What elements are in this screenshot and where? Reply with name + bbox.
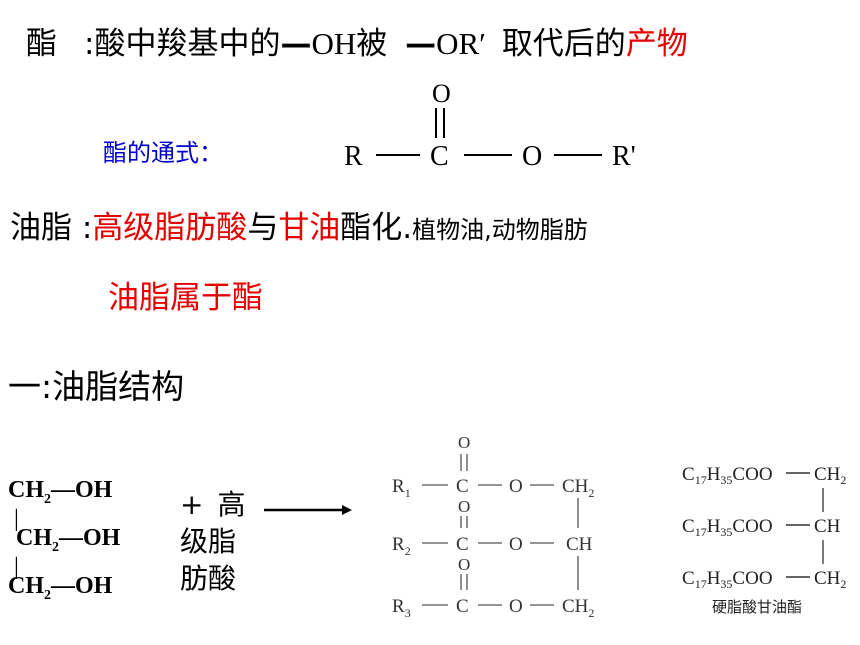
formula-o-single: O: [522, 141, 542, 172]
reaction-arrow: [264, 505, 352, 515]
definition-text: 取代后的: [501, 26, 626, 62]
oil-is-ester-statement: 油脂属于酯: [108, 280, 263, 316]
svg-text:O: O: [509, 534, 523, 555]
oil-definition-line: 油脂 :高级脂肪酸与甘油酯化.植物油,动物脂肪: [10, 206, 588, 252]
plus-sign: +: [180, 488, 204, 521]
bond-bar: |: [14, 553, 19, 580]
ester-term: 酯: [26, 26, 57, 62]
formula-r-prime: R': [612, 141, 636, 172]
oil-term: 油脂: [10, 210, 72, 246]
reagent-text: 高: [217, 488, 246, 521]
ester-definition-line: 酯:酸中羧基中的—OH被 —OR′ 取代后的产物: [26, 22, 688, 66]
formula-r: R: [344, 141, 363, 172]
formula-c: C: [430, 141, 449, 172]
svg-text:O: O: [509, 596, 523, 617]
svg-text:CH2: CH2: [814, 464, 846, 487]
ch2-bottom: CH2: [562, 596, 594, 620]
general-formula-label: 酯的通式：: [103, 139, 223, 167]
svg-text:C17H35COO: C17H35COO: [682, 464, 773, 487]
svg-text:C: C: [456, 534, 469, 555]
definition-text: 被: [356, 26, 388, 62]
colon: :: [84, 26, 95, 62]
tristearin-structure: C17H35COO CH2 C17H35COO CH C17H35COO CH2: [682, 464, 846, 591]
svg-text:C17H35COO: C17H35COO: [682, 568, 773, 591]
svg-text:CH: CH: [814, 516, 841, 537]
r2-label: R2: [392, 534, 411, 558]
definition-text: 与: [247, 210, 279, 246]
svg-text:O: O: [509, 476, 523, 497]
definition-text: 酸中羧基中的: [94, 26, 281, 62]
examples-text: 植物油,动物脂肪: [412, 216, 588, 244]
r3-label: R3: [392, 596, 411, 620]
ch2-top: CH2: [562, 476, 594, 500]
section-heading: 一:油脂结构: [8, 367, 185, 406]
bond-dash: —: [405, 26, 437, 62]
svg-text:C: C: [456, 476, 469, 497]
reagent-label: + 高 级脂 肪酸: [180, 486, 245, 597]
svg-text:O: O: [458, 433, 470, 452]
svg-text:C17H35COO: C17H35COO: [682, 516, 773, 539]
svg-text:CH2: CH2: [814, 568, 846, 591]
definition-text: 酯化.: [340, 210, 413, 246]
product-highlight: 产物: [625, 26, 688, 62]
glycerol-row: CH2—OH: [8, 572, 113, 603]
bond-bar: |: [14, 505, 19, 532]
colon: :: [81, 210, 93, 246]
glycerol-highlight: 甘油: [278, 210, 341, 246]
glycerol-structure: CH2—OH | CH2—OH | CH2—OH: [8, 478, 120, 607]
tristearin-caption: 硬脂酸甘油酯: [712, 598, 803, 616]
glycerol-row: CH2—OH: [8, 477, 113, 507]
reagent-text: 肪酸: [180, 562, 237, 595]
reagent-text: 级脂: [180, 525, 237, 558]
ester-general-formula: R C O O R': [344, 79, 636, 172]
ch-middle: CH: [566, 534, 593, 555]
svg-text:O: O: [458, 497, 470, 516]
alkoxy-group: OR′: [436, 26, 486, 61]
fatty-acid-highlight: 高级脂肪酸: [92, 210, 248, 246]
triglyceride-structure: R1 C O O CH2 R2 C O O CH R3 C O O CH2: [392, 433, 594, 620]
svg-text:C: C: [456, 596, 469, 617]
bond-dash: —: [280, 26, 312, 62]
formula-o-double: O: [432, 79, 451, 108]
glycerol-row: CH2—OH: [16, 524, 121, 555]
r1-label: R1: [392, 476, 411, 500]
svg-text:O: O: [458, 555, 470, 574]
hydroxyl-group: OH: [311, 26, 357, 61]
